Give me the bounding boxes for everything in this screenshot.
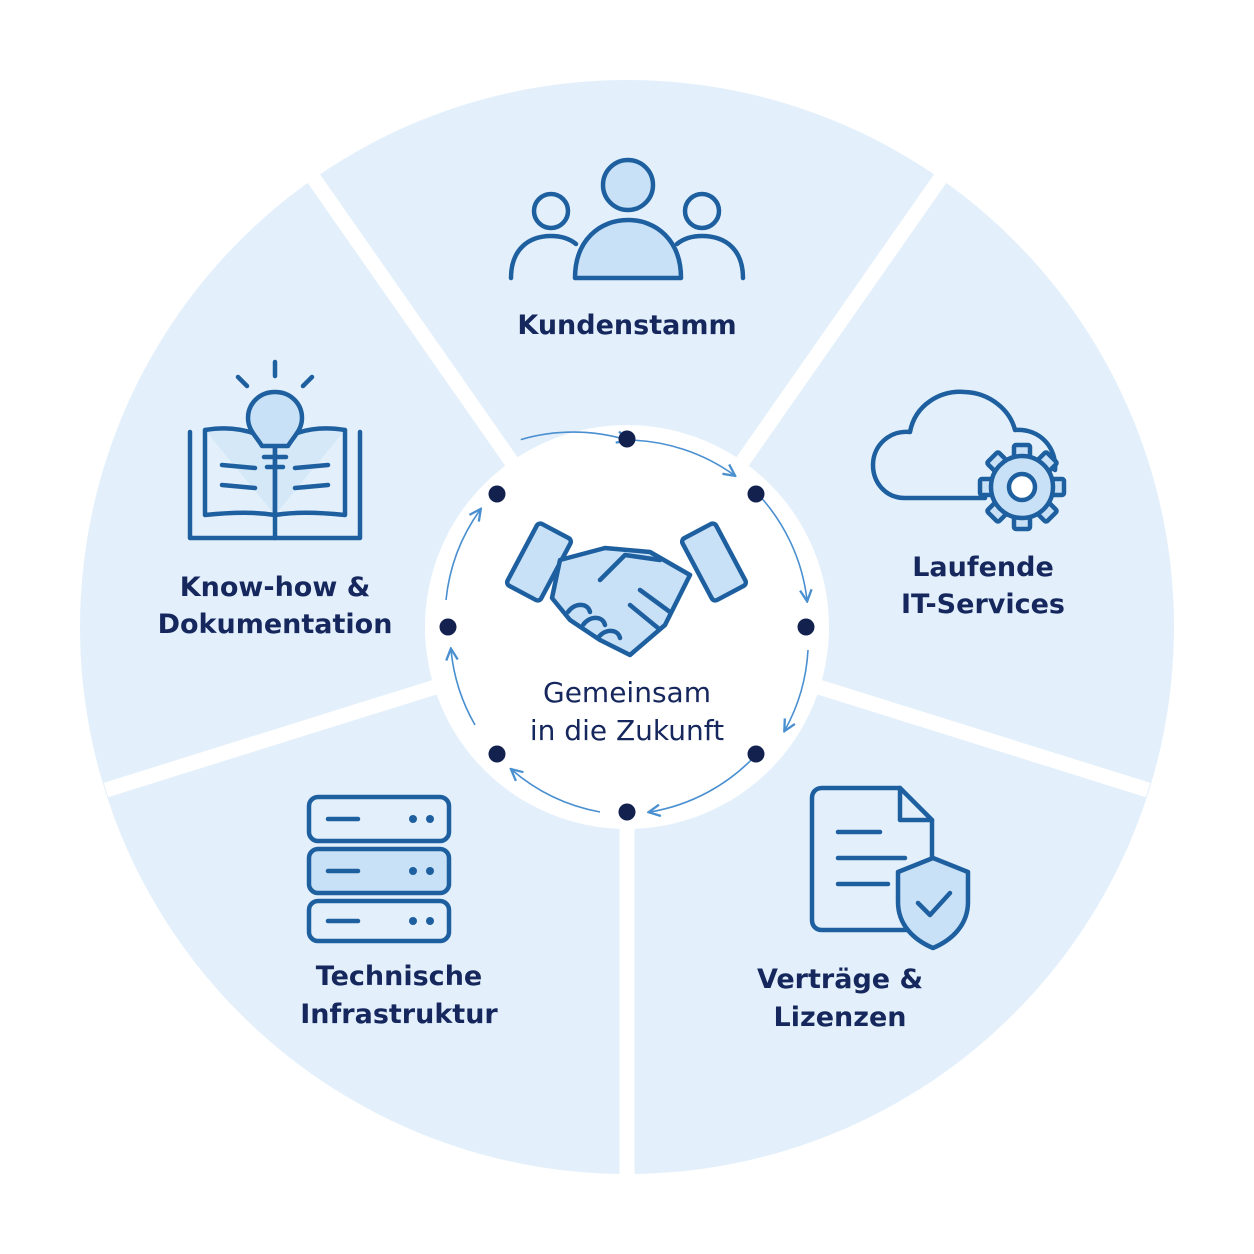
ring-node — [747, 485, 765, 503]
label-knowhow-line2: Dokumentation — [158, 609, 393, 640]
label-infrastruktur-line1: Technische — [316, 961, 482, 992]
ring-node — [488, 745, 506, 763]
handshake-icon — [504, 521, 749, 658]
label-vertraege-line2: Lizenzen — [774, 1002, 907, 1033]
ring-node — [618, 803, 636, 821]
ring-node — [488, 485, 506, 503]
ring-node — [618, 430, 636, 448]
label-kundenstamm: Kundenstamm — [517, 310, 736, 341]
cloud-gear-icon — [870, 389, 1067, 532]
label-infrastruktur-line2: Infrastruktur — [300, 999, 498, 1030]
label-it-services-line1: Laufende — [912, 552, 1054, 583]
label-it-services-line2: IT-Services — [901, 589, 1065, 620]
center-label-line1: Gemeinsam — [543, 676, 711, 709]
label-knowhow-line1: Know-how & — [180, 572, 371, 603]
label-vertraege-line1: Verträge & — [757, 964, 923, 995]
ring-node — [797, 618, 815, 636]
segment-it-services: Laufende IT-Services — [870, 389, 1067, 620]
center-label-line2: in die Zukunft — [530, 714, 724, 747]
ring-node — [439, 618, 457, 636]
users-group-icon — [508, 157, 746, 281]
segment-dividers — [103, 171, 1151, 1178]
server-stack-icon — [306, 794, 452, 944]
segment-kundenstamm: Kundenstamm — [508, 157, 746, 341]
segment-knowhow: Know-how & Dokumentation — [158, 359, 393, 640]
document-shield-icon — [809, 785, 971, 951]
ring-nodes — [439, 430, 815, 821]
segment-vertraege: Verträge & Lizenzen — [757, 785, 971, 1033]
book-lightbulb-icon — [187, 359, 363, 541]
ring-arrows — [446, 432, 808, 812]
ring-node — [747, 745, 765, 763]
segment-infrastruktur: Technische Infrastruktur — [300, 794, 498, 1030]
